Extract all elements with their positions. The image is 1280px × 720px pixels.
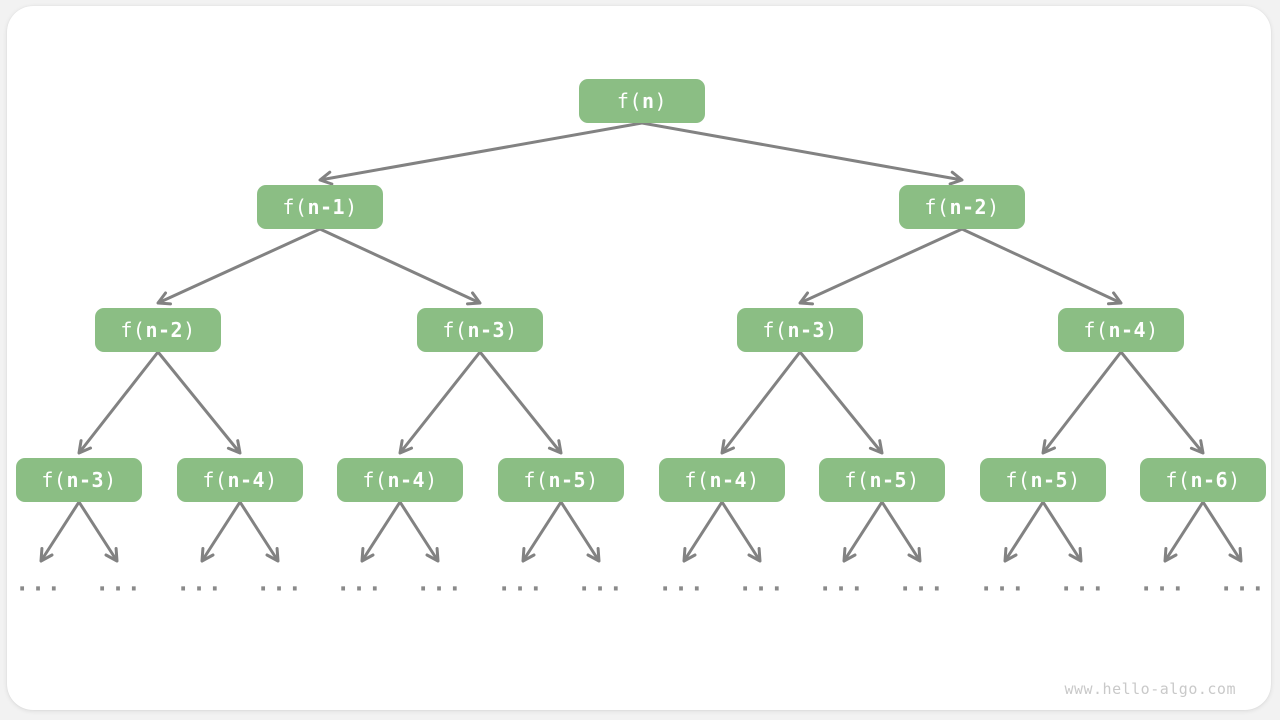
node-label-post: ) [104,468,117,492]
node-label-post: ) [747,468,760,492]
ellipsis-leaf: ... [15,570,63,597]
node-label-pre: f( [282,195,308,219]
node-label-var: n-3 [787,318,826,342]
node-label-pre: f( [1083,318,1109,342]
ellipsis-leaf: ... [577,570,625,597]
tree-node: f(n-4) [659,458,785,502]
node-label-pre: f( [762,318,788,342]
tree-node: f(n-2) [899,185,1025,229]
node-label-pre: f( [924,195,950,219]
node-label-pre: f( [844,468,870,492]
node-label-var: n-4 [387,468,426,492]
node-label-var: n-2 [949,195,988,219]
tree-node: f(n-5) [980,458,1106,502]
tree-node: f(n-3) [16,458,142,502]
watermark: www.hello-algo.com [1064,680,1236,698]
node-label-pre: f( [523,468,549,492]
tree-node: f(n-6) [1140,458,1266,502]
node-label-post: ) [907,468,920,492]
node-label-pre: f( [362,468,388,492]
node-label-var: n-1 [307,195,346,219]
node-label-var: n-5 [1030,468,1069,492]
node-label-post: ) [1228,468,1241,492]
ellipsis-leaf: ... [658,570,706,597]
tree-node: f(n-1) [257,185,383,229]
node-label-var: n-4 [1108,318,1147,342]
node-label-pre: f( [41,468,67,492]
node-label-post: ) [183,318,196,342]
tree-node: f(n-3) [737,308,863,352]
node-label-var: n-4 [227,468,266,492]
tree-node: f(n-4) [337,458,463,502]
node-label-var: n-5 [869,468,908,492]
node-label-post: ) [1146,318,1159,342]
node-label-var: n [642,89,655,113]
ellipsis-leaf: ... [738,570,786,597]
ellipsis-leaf: ... [256,570,304,597]
ellipsis-leaf: ... [497,570,545,597]
ellipsis-leaf: ... [1219,570,1267,597]
node-label-post: ) [825,318,838,342]
ellipsis-leaf: ... [979,570,1027,597]
ellipsis-leaf: ... [95,570,143,597]
tree-node: f(n-2) [95,308,221,352]
ellipsis-leaf: ... [416,570,464,597]
node-label-pre: f( [684,468,710,492]
node-label-var: n-6 [1190,468,1229,492]
node-label-var: n-5 [548,468,587,492]
node-label-post: ) [654,89,668,113]
node-label-pre: f( [1165,468,1191,492]
node-label-var: n-3 [467,318,506,342]
ellipsis-leaf: ... [336,570,384,597]
tree-node: f(n-5) [819,458,945,502]
tree-node: f(n-5) [498,458,624,502]
tree-node: f(n-3) [417,308,543,352]
tree-node: f(n) [579,79,705,123]
node-label-pre: f( [1005,468,1031,492]
node-label-post: ) [345,195,358,219]
ellipsis-leaf: ... [1139,570,1187,597]
node-label-post: ) [505,318,518,342]
node-label-pre: f( [120,318,146,342]
node-label-post: ) [1068,468,1081,492]
node-label-var: n-2 [145,318,184,342]
node-label-pre: f( [442,318,468,342]
node-label-var: n-3 [66,468,105,492]
ellipsis-leaf: ... [898,570,946,597]
node-label-post: ) [987,195,1000,219]
node-label-post: ) [586,468,599,492]
tree-node: f(n-4) [1058,308,1184,352]
node-label-post: ) [425,468,438,492]
node-label-pre: f( [616,89,642,113]
ellipsis-leaf: ... [1059,570,1107,597]
ellipsis-leaf: ... [818,570,866,597]
node-label-pre: f( [202,468,228,492]
ellipsis-leaf: ... [176,570,224,597]
node-label-post: ) [265,468,278,492]
tree-node: f(n-4) [177,458,303,502]
node-label-var: n-4 [709,468,748,492]
